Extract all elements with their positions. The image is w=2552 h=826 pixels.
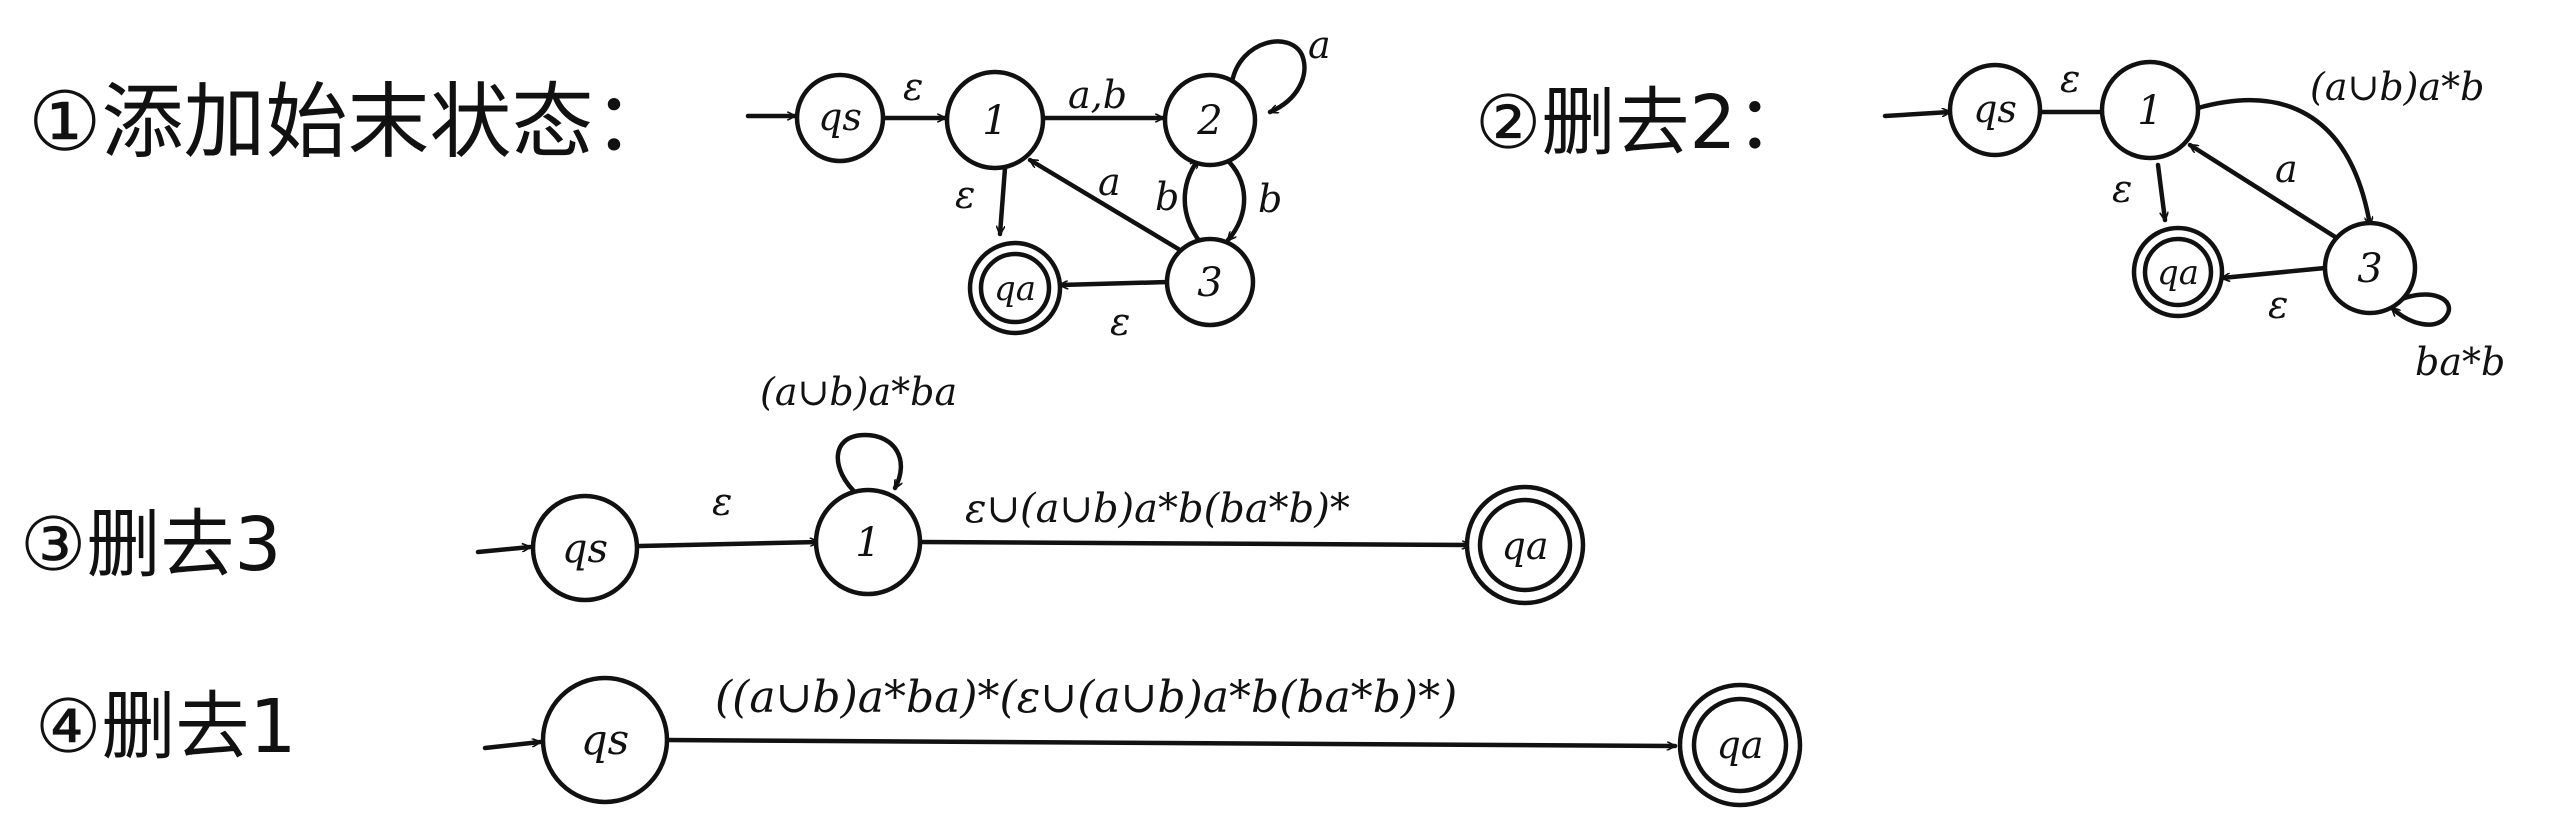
state-qs [794,72,886,164]
edge-label-3-2: b [1155,175,1179,219]
edge-3-2 [1182,157,1203,245]
edge-label-qs-qa: ((a∪b)a*ba)*(ε∪(a∪b)a*b(ba*b)*) [715,672,1457,723]
step-3-title: ③删去3 [20,502,281,588]
edge-label-qs-1: ε [712,480,732,524]
edge-label-1-qa: ε∪(a∪b)a*b(ba*b)* [965,486,1350,532]
edge-3-qa [2219,265,2328,278]
state-qs-label: qs [581,715,629,764]
state-qa-label: qa [994,269,1036,309]
state-3 [1164,236,1256,328]
edge-1-qa [2155,162,2165,223]
step-2: ②删去2： ε (a∪b)a*b a ε ε ba*b qs 1 3 qa [1475,57,2505,384]
edge-1-qa [917,539,1473,545]
state-qa-label: qa [1502,524,1549,568]
state-qs [1947,62,2043,158]
edge-qs-1 [637,542,821,549]
state-qa [2142,236,2214,308]
state-qs [530,493,640,603]
edge-label-1-3: (a∪b)a*b [2310,65,2484,109]
state-1-label: 1 [982,98,1007,144]
edge-label-3-qa: ε [2268,283,2288,327]
state-3-label: 3 [1197,260,1222,306]
step-1-title: ①添加始末状态： [28,75,676,170]
step-3: ③删去3 ε (a∪b)a*ba ε∪(a∪b)a*b(ba*b)* qs 1 … [20,370,1586,606]
state-qa [1477,497,1573,593]
state-1 [2099,59,2201,161]
edge-qs-qa [662,737,1678,746]
step-4-title: ④删去1 [35,684,296,770]
state-1-label: 1 [2137,88,2162,134]
start-arrow [475,547,533,555]
edge-2-loop [1229,39,1307,115]
state-3-label: 3 [2357,246,2382,292]
edge-3-loop [2389,292,2452,327]
edge-label-qs-1: ε [903,65,923,109]
edge-2-3 [1222,155,1247,243]
step-1: ①添加始末状态： ε a,b a ε a b b ε qs 1 2 3 qa [28,23,1331,344]
edge-label-1-2: a,b [1068,73,1127,117]
step-4: ④删去1 ((a∪b)a*ba)*(ε∪(a∪b)a*b(ba*b)*) qs … [35,672,1803,808]
state-1-label: 1 [855,520,880,566]
edge-label-3-loop: ba*b [2415,340,2505,384]
edge-label-2-loop: a [1308,23,1331,67]
state-1 [944,69,1046,171]
edge-1-qa [1000,165,1008,237]
state-qa-label: qa [2157,253,2199,293]
state-2 [1162,72,1258,168]
edge-label-3-1: a [1098,160,1121,204]
state-2-label: 2 [1196,98,1222,144]
step-2-title: ②删去2： [1475,80,1810,166]
state-qa-label: qa [1717,723,1764,767]
edge-label-1-loop: (a∪b)a*ba [760,370,957,414]
edge-3-1 [2187,142,2343,243]
edge-1-loop [835,432,904,498]
state-3 [2322,220,2418,316]
state-qs-label: qs [818,95,862,139]
state-qs [540,675,670,805]
edge-label-qs-1: ε [2060,57,2080,101]
state-1 [813,487,923,597]
edge-label-1-qa: ε [2112,167,2132,211]
edge-label-3-qa: ε [1110,300,1130,344]
edge-1-3 [2195,98,2370,228]
edge-label-1-qa: ε [955,173,975,217]
state-qs-label: qs [562,526,608,572]
state-qa [1691,696,1789,794]
edge-3-1 [1027,157,1183,253]
start-arrow [1882,112,1953,119]
start-arrow [482,742,543,751]
edge-label-3-1: a [2275,147,2298,191]
state-qs-label: qs [1973,87,2017,131]
edge-3-qa [1057,279,1171,285]
edge-label-2-3: b [1258,177,1282,221]
state-qa [978,251,1052,325]
